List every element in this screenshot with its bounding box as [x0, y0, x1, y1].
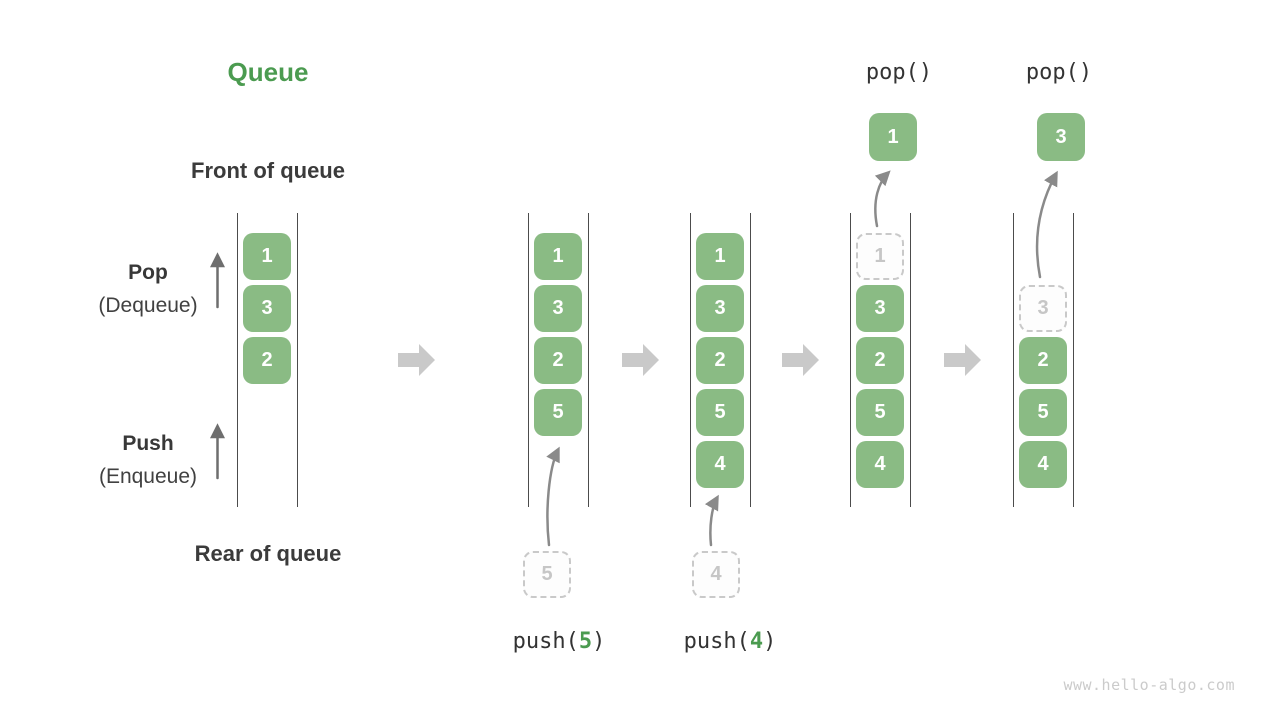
queue-item: 1: [534, 232, 582, 280]
push-call-arg: 5: [578, 629, 593, 654]
popped-item: 3: [1037, 113, 1085, 161]
queue-item: 2: [1019, 336, 1067, 384]
queue-column-state-5: 3 2 5 4: [1013, 213, 1074, 507]
queue-item: 2: [856, 336, 904, 384]
queue-item: 5: [534, 388, 582, 436]
queue-item: 3: [856, 284, 904, 332]
enqueue-sub-label: (Enqueue): [98, 465, 198, 488]
dequeue-sub-label: (Dequeue): [98, 294, 198, 317]
queue-item: 4: [1019, 440, 1067, 488]
queue-item: 3: [534, 284, 582, 332]
state-transition-arrow-icon: [782, 344, 819, 376]
queue-item: 2: [243, 336, 291, 384]
state-transition-arrow-icon: [622, 344, 659, 376]
queue-item-removed: 1: [856, 232, 904, 280]
push-call-arg: 4: [749, 629, 764, 654]
pop-call-label: pop(): [865, 60, 933, 85]
watermark: www.hello-algo.com: [1063, 676, 1235, 694]
queue-item: 2: [696, 336, 744, 384]
queue-column-state-4: 1 3 2 5 4: [850, 213, 911, 507]
push-call-fn: push(: [512, 629, 579, 654]
push-call-close: ): [763, 629, 777, 654]
staged-item: 4: [692, 551, 740, 598]
push-call-label: push(4): [650, 629, 810, 654]
queue-item: 4: [696, 440, 744, 488]
queue-item: 5: [856, 388, 904, 436]
pop-call-label: pop(): [1025, 60, 1093, 85]
push-operation-label: Push: [122, 432, 174, 455]
push-call-close: ): [592, 629, 606, 654]
queue-item: 1: [696, 232, 744, 280]
queue-item: 5: [696, 388, 744, 436]
front-of-queue-label: Front of queue: [191, 158, 345, 183]
queue-item: 3: [696, 284, 744, 332]
queue-item: 1: [243, 232, 291, 280]
staged-item: 5: [523, 551, 571, 598]
queue-item: 3: [243, 284, 291, 332]
pop-operation-label: Pop: [128, 261, 168, 284]
push-call-label: push(5): [479, 629, 639, 654]
diagram-title: Queue: [227, 57, 309, 87]
popped-item: 1: [869, 113, 917, 161]
queue-item: 4: [856, 440, 904, 488]
rear-of-queue-label: Rear of queue: [194, 541, 342, 566]
queue-item: 5: [1019, 388, 1067, 436]
queue-column-state-3: 1 3 2 5 4: [690, 213, 751, 507]
queue-column-state-2: 1 3 2 5: [528, 213, 589, 507]
push-call-fn: push(: [683, 629, 750, 654]
state-transition-arrow-icon: [398, 344, 435, 376]
queue-item-removed: 3: [1019, 284, 1067, 332]
queue-item: 2: [534, 336, 582, 384]
state-transition-arrow-icon: [944, 344, 981, 376]
queue-column-state-1: 1 3 2: [237, 213, 298, 507]
